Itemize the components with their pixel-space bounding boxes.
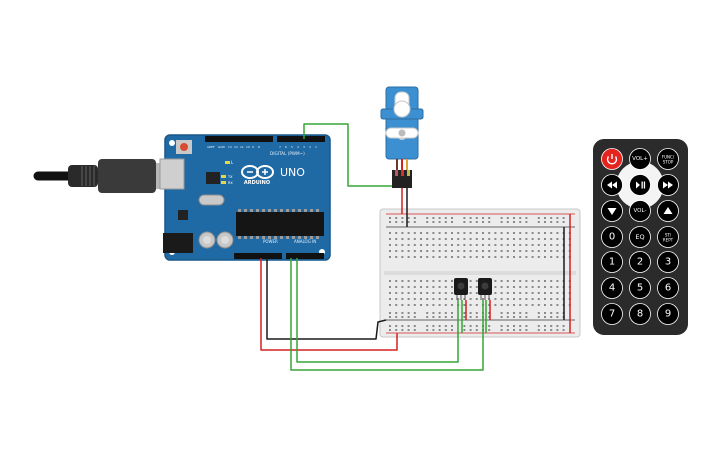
power-label: POWER [263,239,278,244]
wire-ir-signal-2[interactable] [296,258,459,363]
svg-text:7: 7 [279,145,281,149]
func-stop-button-label: FUNC/STOP [662,154,675,164]
vol-plus-button-label: VOL+ [632,156,648,162]
wire-gnd[interactable] [266,258,387,340]
ir-remote[interactable]: VOL+ FUNC/STOP VOL- 0 EQ ST/REPT 1 2 3 4 5 6 7 8 9 [593,139,688,335]
func-stop-button[interactable]: FUNC/STOP [657,148,679,170]
svg-text:12: 12 [234,145,238,149]
servo-horn[interactable] [385,91,419,139]
remote-keypad: VOL+ FUNC/STOP VOL- 0 EQ ST/REPT 1 2 3 4 5 6 7 8 9 [601,148,679,325]
arduino-model: UNO [280,166,305,179]
power-button[interactable] [601,148,623,170]
power-icon [606,154,618,165]
arduino-brand: ARDUINO [244,180,270,186]
analog-header[interactable] [286,253,324,259]
key-0-button[interactable]: 0 [601,226,623,248]
key-5-button[interactable]: 5 [629,277,651,299]
svg-text:9: 9 [252,145,254,149]
svg-text:13: 13 [228,145,232,149]
analog-label: ANALOG IN [294,239,316,244]
key-7-button[interactable]: 7 [601,303,623,325]
digital-header-right[interactable] [277,136,325,142]
svg-text:10: 10 [246,145,250,149]
play-pause-icon [636,181,646,189]
led-rx-label: RX [228,181,233,185]
reset-button[interactable] [180,143,188,151]
svg-text:4: 4 [297,145,299,149]
eq-button-label: EQ [635,233,644,241]
st-rept-button-label: ST/REPT [663,232,674,242]
dc-power-jack[interactable] [163,233,193,253]
key-2-button[interactable]: 2 [629,251,651,273]
svg-text:1: 1 [315,145,317,149]
key-7-button-label: 7 [609,309,615,320]
eq-button[interactable]: EQ [629,226,651,248]
key-4-button-label: 4 [609,283,615,294]
micro-servo[interactable] [380,86,424,188]
atmega-chip [236,212,324,236]
vol-minus-button-label: VOL- [634,208,647,214]
key-3-button[interactable]: 3 [657,251,679,273]
up-triangle-icon [663,207,673,214]
ir-receiver-1[interactable] [454,278,468,300]
svg-text:AREF: AREF [207,145,215,149]
digital-label: DIGITAL (PWM~) [270,151,305,156]
key-8-button-label: 8 [637,309,643,320]
svg-text:6: 6 [285,145,287,149]
led-l-label: L [231,160,234,165]
svg-text:5: 5 [291,145,293,149]
digital-header-left[interactable] [205,136,273,142]
power-header[interactable] [234,253,282,259]
st-rept-button[interactable]: ST/REPT [657,226,679,248]
svg-text:11: 11 [240,145,244,149]
wire-5v[interactable] [260,258,398,351]
led-tx-label: TX [227,175,233,179]
fast-forward-icon [663,181,673,189]
key-6-button[interactable]: 6 [657,277,679,299]
key-0-button-label: 0 [609,232,615,243]
vol-minus-button[interactable]: VOL- [629,200,651,222]
rewind-icon [607,181,617,189]
key-9-button-label: 9 [665,309,671,320]
fast-forward-button[interactable] [657,174,679,196]
wire-servo-signal[interactable] [303,123,392,187]
down-triangle-icon [607,208,617,215]
up-button[interactable] [657,200,679,222]
key-6-button-label: 6 [665,283,671,294]
key-8-button[interactable]: 8 [629,303,651,325]
key-1-button[interactable]: 1 [601,251,623,273]
ir-receiver-2[interactable] [478,278,492,300]
rewind-button[interactable] [601,174,623,196]
key-3-button-label: 3 [665,257,671,268]
svg-text:3: 3 [303,145,305,149]
svg-text:2: 2 [309,145,311,149]
key-2-button-label: 2 [637,257,643,268]
breadboard[interactable] [379,208,581,338]
key-4-button[interactable]: 4 [601,277,623,299]
key-9-button[interactable]: 9 [657,303,679,325]
key-5-button-label: 5 [637,283,643,294]
play-pause-button[interactable] [629,174,651,196]
svg-text:8: 8 [258,145,260,149]
svg-text:GND: GND [218,145,226,149]
arduino-logo [241,165,274,179]
wire-ir-signal-1[interactable] [290,258,484,371]
key-1-button-label: 1 [609,257,615,268]
vol-plus-button[interactable]: VOL+ [629,148,651,170]
down-button[interactable] [601,200,623,222]
